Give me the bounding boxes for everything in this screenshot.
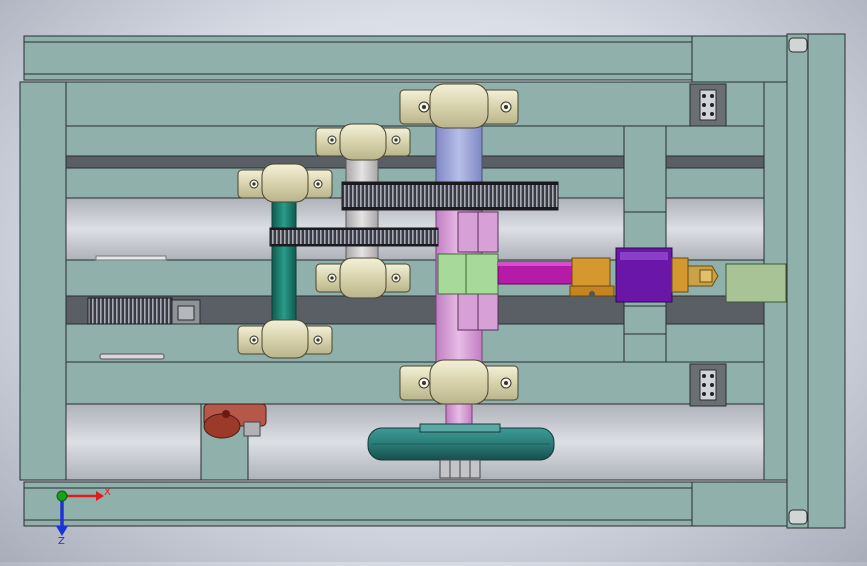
cavity-lower-left [65,403,202,481]
upright-right [623,125,667,363]
bottom-rail [23,481,693,527]
motor-unit [203,403,267,439]
bearing-left-top [237,163,333,203]
cable-strip [99,353,165,360]
bearing-mid-bottom [315,257,411,299]
pink-hub-lower [457,293,499,331]
left-side-member [19,81,67,481]
output-connector [687,265,719,287]
coordinate-triad: X Z [56,487,111,547]
large-spur-gear [341,181,559,211]
corner-block-bottom-right [691,481,788,527]
bolt-plate-upper [689,83,727,127]
small-spur-gear [269,227,439,247]
bearing-mid-top [315,123,411,161]
rod-bracket [569,257,615,297]
bolt-plate-lower [689,363,727,407]
z-axis-label: Z [58,536,65,547]
x-axis-label: X [104,487,111,498]
rack-gear-left [87,297,201,325]
bearing-left-bottom [237,319,333,359]
green-hub [437,253,499,295]
slider-cap [671,257,689,293]
corner-block-top-right [691,35,788,83]
slider-block [615,247,673,303]
pink-hub-upper [457,211,499,253]
shaft-teal [271,189,297,341]
top-rail [23,35,693,81]
y-axis-dot [56,490,68,502]
indicator-strip [95,255,167,261]
right-end-plate [786,33,846,529]
handwheel[interactable] [367,423,555,479]
end-block [725,263,787,303]
bearing-main-top [399,83,519,129]
bearing-main-bottom [399,359,519,405]
